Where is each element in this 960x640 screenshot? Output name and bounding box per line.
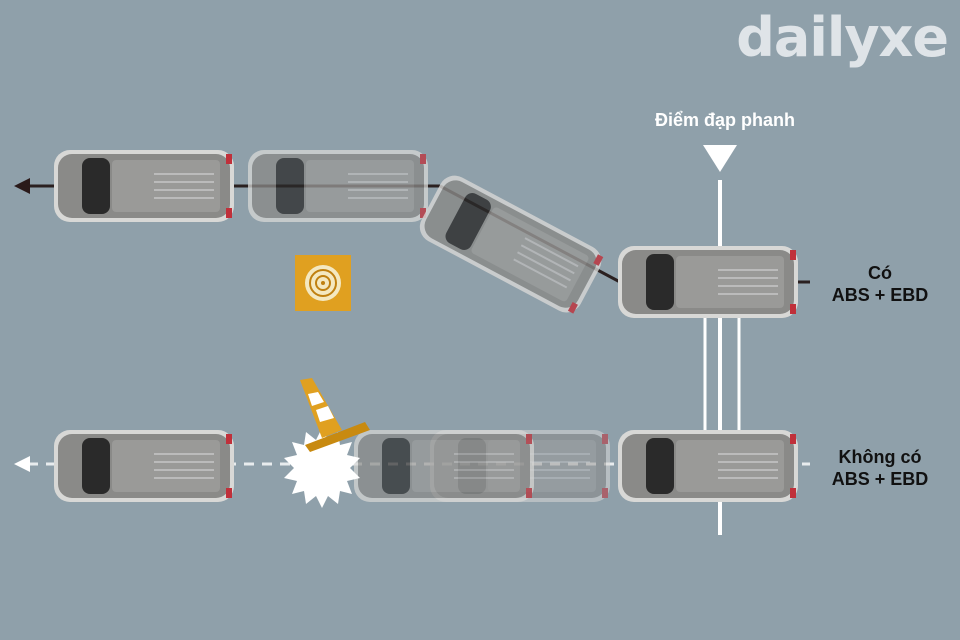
row1-label-line2: ABS + EBD <box>831 285 929 305</box>
dailyxe-logo: dailyxe <box>736 6 949 69</box>
collision-burst-icon <box>284 428 360 508</box>
arrow-left-icon <box>14 456 30 472</box>
row2-label-line1: Không có <box>838 447 922 467</box>
row1-label: Có ABS + EBD <box>805 262 955 306</box>
traffic-cone-icon <box>300 378 370 452</box>
triangle-down-icon <box>703 145 737 172</box>
row2-label-line2: ABS + EBD <box>831 469 929 489</box>
row2-cars <box>53 429 799 503</box>
manhole-cover-icon <box>295 255 351 311</box>
brake-point-label: Điểm đạp phanh <box>654 110 795 130</box>
arrow-left-icon <box>14 178 30 194</box>
row1-label-line1: Có <box>868 263 892 283</box>
row1-cars <box>53 149 799 320</box>
row2-label: Không có ABS + EBD <box>805 446 955 490</box>
